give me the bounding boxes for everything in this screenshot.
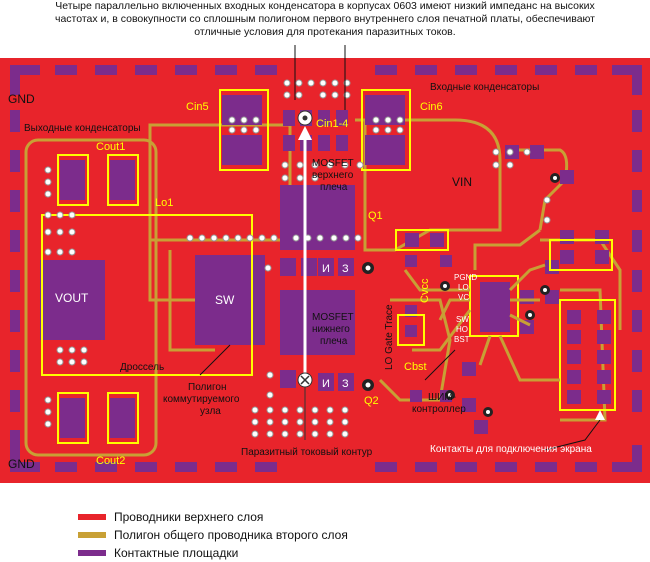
- legend-label-inner-gnd: Полигон общего проводника второго слоя: [114, 528, 348, 542]
- mosfet-lo-line1: MOSFET: [312, 312, 354, 323]
- mosfet-hi-line2: верхнего: [312, 170, 354, 181]
- screen-arrow-head: [595, 410, 605, 420]
- top-note: Четыре параллельно включенных входных ко…: [0, 0, 650, 39]
- top-note-line-2: частотах и, в совокупности со сплошным п…: [55, 13, 595, 25]
- ic-pin-pgnd: PGND: [454, 273, 477, 282]
- legend-swatch-purple: [78, 550, 106, 556]
- cout2-label: Cout2: [96, 455, 125, 467]
- ic-pin-ho: HO: [456, 325, 468, 334]
- lo-gate-trace-label: LO Gate Trace: [384, 304, 395, 370]
- legend-swatch-red: [78, 514, 106, 520]
- gnd-top-label: GND: [8, 92, 35, 106]
- pin-i-q1: И: [322, 263, 330, 275]
- legend-swatch-gold: [78, 532, 106, 538]
- lo1-label: Lo1: [155, 197, 173, 209]
- sw-label: SW: [215, 293, 235, 307]
- cin6-pad-bottom: [365, 135, 405, 165]
- cin6-label: Cin6: [420, 101, 443, 113]
- legend-item-top-layer: Проводники верхнего слоя: [78, 508, 348, 526]
- vin-label: VIN: [452, 175, 472, 189]
- vias: [44, 79, 551, 438]
- input-caps-label: Входные конденсаторы: [430, 82, 539, 93]
- mosfet-hi-line3: плеча: [320, 182, 348, 193]
- legend-item-pads: Контактные площадки: [78, 544, 348, 562]
- ic-pin-sw: SW: [456, 315, 469, 324]
- q2-label: Q2: [364, 395, 379, 407]
- parasitic-loop-arrow: [297, 110, 313, 440]
- vout-pad: [40, 260, 105, 340]
- gnd-bottom-label: GND: [8, 457, 35, 471]
- cout2-pad-right: [110, 398, 135, 438]
- mosfet-hi-line1: MOSFET: [312, 158, 354, 169]
- pwm-ic-body: [480, 282, 510, 332]
- legend-item-inner-gnd: Полигон общего проводника второго слоя: [78, 526, 348, 544]
- inductor-label: Дроссель: [120, 362, 164, 373]
- switch-poly-line2: коммутируемого: [163, 394, 240, 405]
- pin-z-q2: З: [342, 378, 349, 390]
- cout2-pad-left: [60, 398, 85, 438]
- screen-contacts-label: Контакты для подключения экрана: [430, 444, 592, 455]
- cin5-label: Cin5: [186, 101, 209, 113]
- cout1-label: Cout1: [96, 141, 125, 153]
- border-contact-pads: [10, 65, 642, 472]
- top-note-line-3: отличные условия для протекания паразитн…: [194, 26, 456, 38]
- cout1-pad-left: [60, 160, 85, 200]
- silkscreen-outlines: [41, 89, 616, 444]
- q1-label: Q1: [368, 210, 383, 222]
- cbst-label: Cbst: [404, 361, 427, 373]
- cin5-pad-bottom: [222, 135, 262, 165]
- switch-poly-line3: узла: [200, 406, 221, 417]
- inductor-outline: [41, 214, 253, 376]
- pin-z-q1: З: [342, 263, 349, 275]
- mosfet-lo-line3: плеча: [320, 336, 348, 347]
- pwm-line1: ШИМ-: [428, 392, 456, 403]
- vout-label: VOUT: [55, 291, 89, 305]
- top-note-line-1: Четыре параллельно включенных входных ко…: [55, 0, 595, 12]
- ic-pin-bst: BST: [454, 335, 470, 344]
- cin14-label: Cin1-4: [316, 118, 348, 130]
- output-caps-label: Выходные конденсаторы: [24, 123, 141, 134]
- mosfet-lo-line2: нижнего: [312, 324, 350, 335]
- switch-poly-line1: Полигон: [188, 382, 226, 393]
- signal-traces: [403, 228, 560, 382]
- cvcc-label: Cvcc: [419, 278, 431, 303]
- q2-drain-pad: [280, 290, 355, 355]
- pwm-line2: контроллер: [412, 404, 466, 415]
- large-vias: [362, 173, 560, 417]
- legend: Проводники верхнего слоя Полигон общего …: [78, 508, 348, 562]
- sw-pad: [195, 255, 265, 345]
- ic-pin-lo: LO: [458, 283, 469, 292]
- ic-pin-vc: VC: [458, 293, 469, 302]
- pin-i-q2: И: [322, 378, 330, 390]
- leader-lines: [199, 45, 601, 451]
- cout1-pad-right: [110, 160, 135, 200]
- legend-label-top-layer: Проводники верхнего слоя: [114, 510, 264, 524]
- parasitic-loop-label: Паразитный токовый контур: [241, 447, 373, 458]
- legend-label-pads: Контактные площадки: [114, 546, 239, 560]
